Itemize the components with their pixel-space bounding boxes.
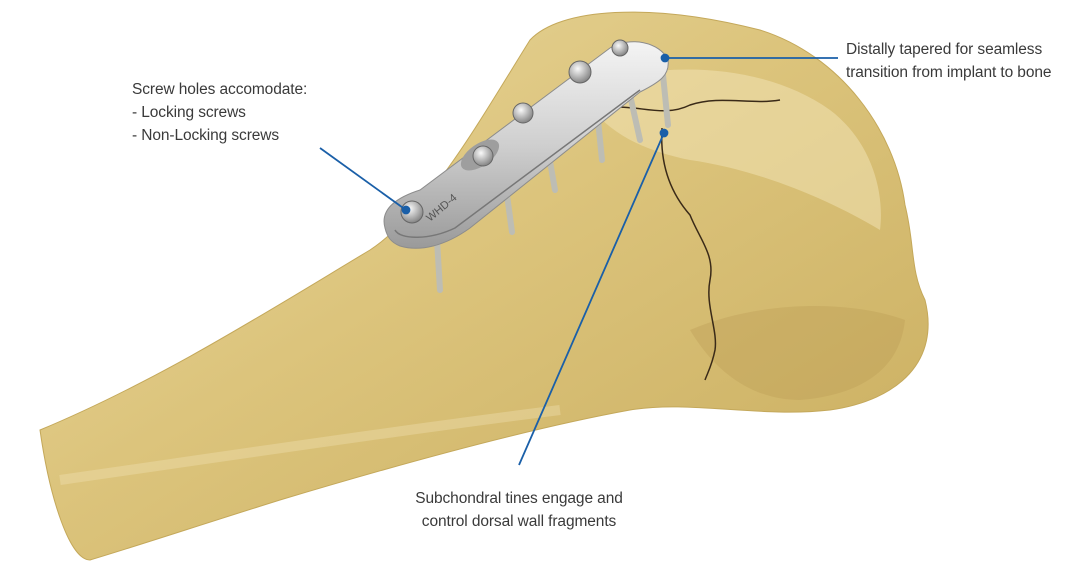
callout-distal-taper-line1: Distally tapered for seamless <box>846 38 1051 61</box>
callout-tines-line1: Subchondral tines engage and <box>384 487 654 510</box>
leader-dot-distal-taper <box>662 55 669 62</box>
leader-line-screw-holes <box>320 148 406 210</box>
leader-dot-tines <box>661 130 668 137</box>
callout-distal-taper-line2: transition from implant to bone <box>846 61 1051 84</box>
callout-screw-holes-locking: - Locking screws <box>132 101 307 124</box>
callout-screw-holes: Screw holes accomodate: - Locking screws… <box>132 78 307 147</box>
callout-subchondral-tines: Subchondral tines engage and control dor… <box>384 487 654 533</box>
screw-head-3 <box>513 103 533 123</box>
callout-distal-taper: Distally tapered for seamless transition… <box>846 38 1051 84</box>
callout-tines-line2: control dorsal wall fragments <box>384 510 654 533</box>
screw-head-2 <box>473 146 493 166</box>
callout-screw-holes-title: Screw holes accomodate: <box>132 78 307 101</box>
leader-dot-screw-holes <box>403 207 410 214</box>
screw-head-5 <box>612 40 628 56</box>
callout-screw-holes-non-locking: - Non-Locking screws <box>132 124 307 147</box>
screw-head-4 <box>569 61 591 83</box>
